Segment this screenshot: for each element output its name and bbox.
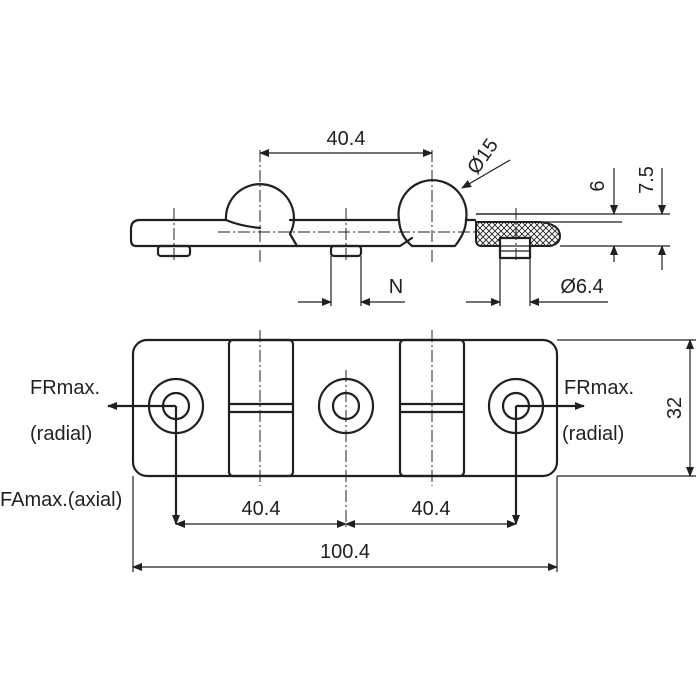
dim-n-label: N [389,276,403,298]
fr-left-sublabel: (radial) [30,423,92,445]
dim-pitch-left: 40.4 [242,498,281,520]
dim-width: 32 [664,397,686,419]
side-plate-outline [129,183,299,248]
dim-pitch-right: 40.4 [412,498,451,520]
fa-label: FAmax.(axial) [0,489,122,511]
dim-ball-diameter-leader [461,159,511,189]
ball-left-inner [224,218,262,230]
fr-right-label: FRmax. [564,377,634,399]
dim-overall-length: 100.4 [320,541,370,563]
dim-stud-diameter: Ø6.4 [560,276,603,298]
ball-slot-left [227,338,295,478]
dim-top-pitch: 40.4 [327,128,366,150]
ball-right-under [410,218,468,248]
top-view: 32 FRmax. (radial) FRmax. (radial) FAmax… [0,330,696,572]
ball-right-inner [397,218,414,248]
section-stud [498,236,532,260]
fr-left-label: FRmax. [30,377,100,399]
fr-right-sublabel: (radial) [562,423,624,445]
side-plate-middle-lower [295,236,414,248]
side-seam [288,232,299,248]
dim-height-6: 6 [587,180,609,191]
top-plate-outline [131,338,559,478]
dim-ball-diameter: Ø15 [463,135,503,179]
dim-height-7-5: 7.5 [636,166,658,194]
side-view: 40.4 Ø15 6 7.5 N Ø6.4 [129,128,670,306]
section-hatched [475,221,562,247]
side-plate-middle [288,179,477,222]
